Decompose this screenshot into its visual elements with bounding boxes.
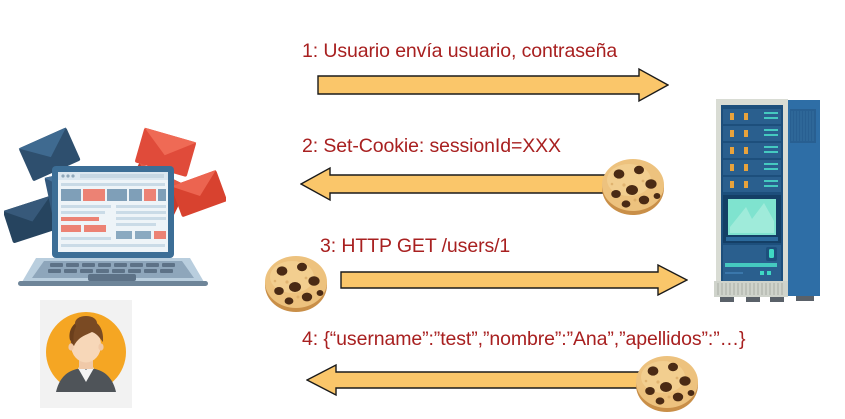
message-arrow-3 — [340, 262, 688, 298]
user-avatar — [40, 300, 132, 408]
message-arrow-2 — [300, 166, 640, 202]
server-rack-icon — [712, 95, 824, 305]
cookie-icon-4 — [633, 349, 701, 417]
cookie-icon-3 — [262, 249, 330, 317]
message-label-1: 1: Usuario envía usuario, contraseña — [302, 40, 618, 62]
message-label-3: 3: HTTP GET /users/1 — [320, 235, 511, 257]
cookie-icon-2 — [599, 152, 667, 220]
message-label-4: 4: {“username”:”test”,”nombre”:”Ana”,”ap… — [302, 328, 746, 350]
message-label-2: 2: Set-Cookie: sessionId=XXX — [302, 135, 561, 157]
message-arrow-1 — [317, 67, 669, 103]
laptop-with-envelopes-icon — [4, 104, 226, 290]
message-arrow-4 — [306, 362, 654, 398]
